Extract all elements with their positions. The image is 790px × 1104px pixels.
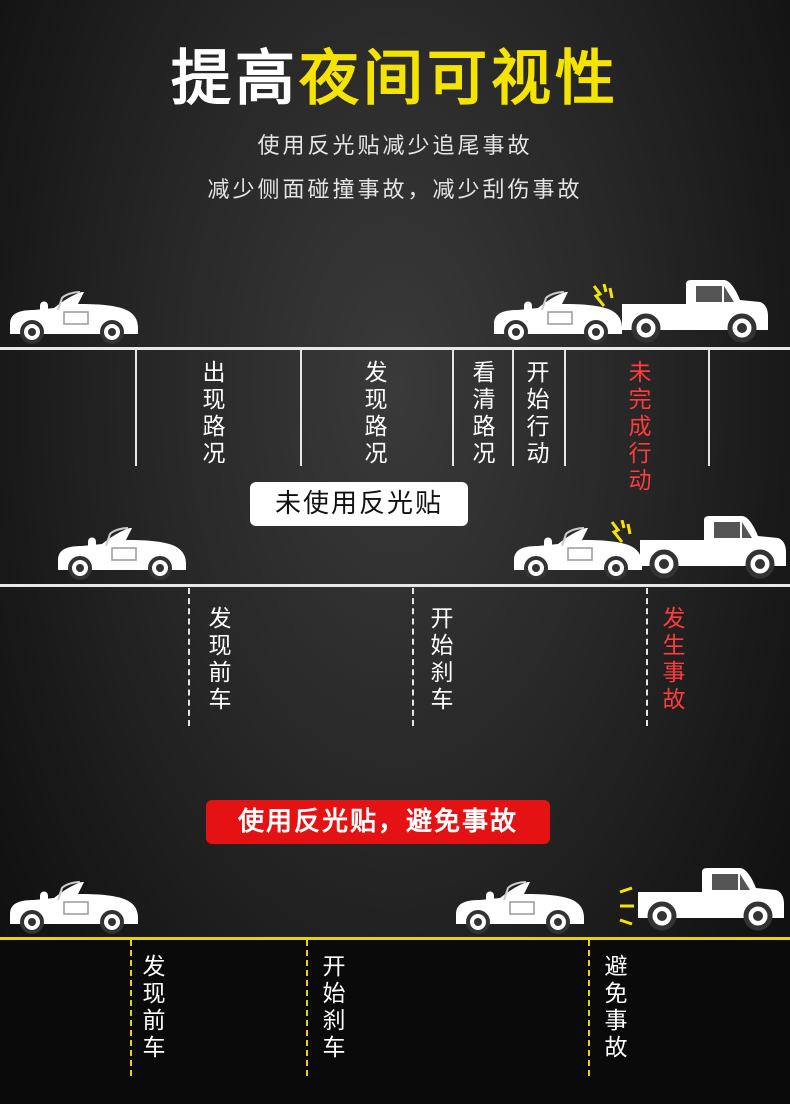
step-avoid-accident: 避免事故: [604, 954, 628, 1061]
step-find-car: 发现前车: [142, 954, 166, 1061]
road-line-yellow: [0, 937, 790, 940]
timeline-divider: [564, 350, 566, 466]
page-title: 提高夜间可视性: [0, 44, 790, 114]
step-start-brake: 开始刹车: [322, 954, 346, 1061]
timeline-divider: [412, 588, 414, 726]
bottom-band: [0, 940, 790, 1104]
timeline-divider: [135, 350, 137, 466]
label-no-reflector: 未使用反光贴: [250, 482, 468, 526]
step-start-action: 开始行动: [526, 360, 550, 467]
timeline-divider: [188, 588, 190, 726]
title-yellow-part: 夜间可视性: [299, 44, 619, 114]
crash-spark-icon: [592, 284, 614, 308]
step-find-condition: 发现路况: [364, 360, 388, 467]
crash-spark-icon: [610, 520, 632, 544]
pickup-truck-icon: [620, 280, 772, 346]
title-white-part: 提高: [171, 44, 299, 114]
timeline-divider: [588, 940, 590, 1076]
pickup-truck-icon: [636, 868, 788, 934]
timeline-divider: [646, 588, 648, 726]
subtitle-1: 使用反光贴减少追尾事故: [257, 134, 533, 159]
step-start-brake: 开始刹车: [430, 606, 454, 713]
step-find-car: 发现前车: [208, 606, 232, 713]
car-icon: [8, 290, 140, 344]
label-use-reflector: 使用反光贴，避免事故: [206, 800, 550, 844]
timeline-divider: [512, 350, 514, 466]
reflect-glow-icon: [619, 886, 634, 926]
timeline-divider: [708, 350, 710, 466]
timeline-divider: [130, 940, 132, 1076]
road-line: [0, 347, 790, 350]
car-icon: [454, 880, 586, 934]
timeline-divider: [306, 940, 308, 1076]
car-icon: [8, 880, 140, 934]
pickup-truck-icon: [638, 516, 790, 582]
timeline-divider: [452, 350, 454, 466]
subtitle-2: 减少侧面碰撞事故，减少刮伤事故: [207, 178, 583, 203]
step-accident: 发生事故: [662, 606, 686, 713]
timeline-divider: [300, 350, 302, 466]
road-line: [0, 584, 790, 587]
car-icon: [56, 526, 188, 580]
step-appear-condition: 出现路况: [202, 360, 226, 467]
step-unfinished-action: 未完成行动: [628, 360, 652, 494]
step-see-condition: 看清路况: [472, 360, 496, 467]
